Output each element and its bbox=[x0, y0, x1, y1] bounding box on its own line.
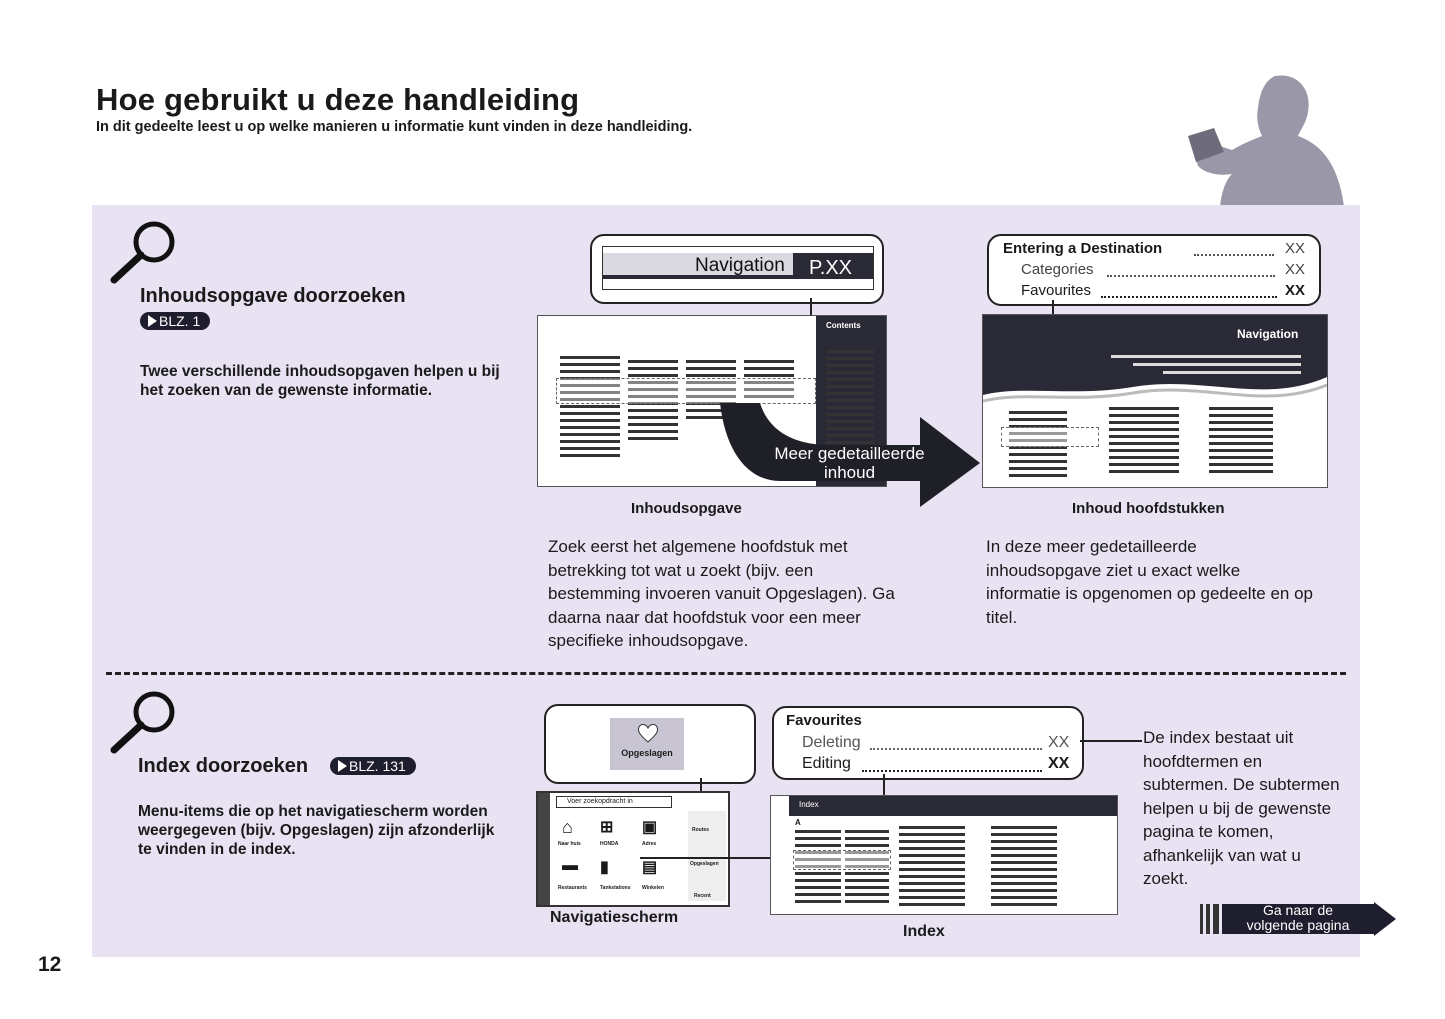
toc-sidebar-label: Contents bbox=[826, 321, 861, 330]
next-page-line1: Ga naar de bbox=[1262, 902, 1334, 918]
favourites-item1-page: XX bbox=[1048, 734, 1070, 751]
opgeslagen-callout: Opgeslagen bbox=[544, 704, 756, 784]
chapter-caption: Inhoud hoofdstukken bbox=[1072, 500, 1225, 517]
favourites-item1: Deleting bbox=[802, 734, 861, 751]
arrow-right-icon bbox=[338, 760, 347, 772]
magnifier-icon bbox=[110, 691, 175, 754]
chapter-callout-item2-page: XX bbox=[1285, 282, 1306, 299]
home-icon: ⌂ bbox=[562, 817, 573, 837]
favourites-item2: Editing bbox=[802, 755, 851, 772]
index-text: De index bestaat uit hoofdtermen en subt… bbox=[1143, 728, 1340, 888]
chapter-banner: Navigation bbox=[1237, 327, 1299, 341]
index-letter: A bbox=[795, 818, 801, 827]
address-icon: ▣ bbox=[642, 819, 658, 836]
screen-tile-2: Adres bbox=[642, 841, 657, 847]
big-arrow-icon bbox=[720, 403, 980, 507]
page-number: 12 bbox=[38, 953, 62, 976]
next-page-arrow-icon bbox=[1200, 902, 1396, 936]
screen-tile-0: Naar huis bbox=[558, 841, 581, 847]
chapter-callout-item1-page: XX bbox=[1285, 261, 1306, 278]
shop-icon: ▤ bbox=[642, 859, 658, 876]
index-banner: Index bbox=[799, 800, 819, 809]
index-heading: Index doorzoeken bbox=[138, 755, 309, 777]
next-page-line2: volgende pagina bbox=[1246, 917, 1350, 933]
magnifier-icon bbox=[110, 221, 175, 284]
screen-side-1[interactable]: Opgeslagen bbox=[690, 861, 719, 867]
screen-side-0[interactable]: Routes bbox=[692, 827, 709, 833]
favourites-title: Favourites bbox=[786, 712, 862, 729]
contents-description: Twee verschillende inhoudsopgaven helpen… bbox=[140, 363, 500, 399]
honda-icon: ⊞ bbox=[600, 819, 614, 836]
index-document: Index A bbox=[770, 795, 1118, 915]
page-subtitle: In dit gedeelte leest u op welke maniere… bbox=[96, 119, 693, 135]
screen-tile-5: Winkelen bbox=[642, 885, 664, 891]
index-caption: Index bbox=[903, 923, 945, 940]
favourites-item2-page: XX bbox=[1048, 755, 1070, 772]
chapter-callout-item2: Favourites bbox=[1021, 282, 1092, 299]
toc-document: Contents bbox=[537, 315, 887, 487]
screen-search-input[interactable]: Voer zoekopdracht in bbox=[556, 796, 672, 808]
chapter-callout-title-page: XX bbox=[1285, 240, 1306, 257]
chapter-text: In deze meer gedetailleerde inhoudsopgav… bbox=[986, 537, 1314, 627]
page-title: Hoe gebruikt u deze handleiding bbox=[96, 82, 580, 117]
navigation-callout: Navigation P.XX bbox=[590, 234, 884, 304]
toc-caption: Inhoudsopgave bbox=[631, 500, 742, 517]
restaurant-icon: ▬ bbox=[562, 857, 578, 874]
screen-side-2[interactable]: Recent bbox=[694, 893, 711, 899]
chapter-callout-item1: Categories bbox=[1021, 261, 1094, 278]
contents-page-ref[interactable]: BLZ. 1 bbox=[140, 312, 211, 331]
toc-text: Zoek eerst het algemene hoofdstuk met be… bbox=[548, 537, 895, 650]
chapter-callout: Entering a Destination XX Categories XX … bbox=[987, 234, 1321, 306]
chapter-callout-title: Entering a Destination bbox=[1003, 240, 1163, 257]
favourites-callout: Favourites Deleting XX Editing XX bbox=[772, 706, 1084, 780]
chapter-document: Navigation bbox=[982, 314, 1328, 488]
navigation-screen: Voer zoekopdracht in ⌂ Naar huis ⊞ HONDA… bbox=[536, 791, 730, 907]
index-ref-label: BLZ. 131 bbox=[349, 758, 406, 774]
fuel-icon: ▮ bbox=[600, 859, 609, 876]
screen-tile-4: Tankstations bbox=[600, 885, 631, 891]
heart-icon bbox=[637, 724, 659, 743]
arrow-text: Meer gedetailleerde inhoud bbox=[774, 444, 925, 482]
reader-silhouette-icon bbox=[1188, 75, 1344, 206]
screen-tile-3: Restaurants bbox=[558, 885, 587, 891]
navigation-label: Navigation bbox=[695, 255, 785, 276]
contents-heading: Inhoudsopgave doorzoeken bbox=[140, 285, 406, 307]
index-page-ref[interactable]: BLZ. 131 bbox=[330, 757, 416, 776]
index-description: Menu-items die op het navigatiescherm wo… bbox=[138, 803, 495, 858]
screen-tiles: ⌂ Naar huis ⊞ HONDA ▣ Adres ▬ Restaurant… bbox=[558, 813, 668, 901]
screen-tile-1: HONDA bbox=[600, 841, 619, 847]
contents-ref-label: BLZ. 1 bbox=[159, 313, 201, 329]
navigation-page: P.XX bbox=[809, 257, 852, 279]
screen-caption: Navigatiescherm bbox=[550, 909, 679, 926]
section-divider bbox=[106, 672, 1346, 675]
opgeslagen-button[interactable]: Opgeslagen bbox=[621, 748, 673, 758]
next-page-button[interactable]: Ga naar de volgende pagina bbox=[1200, 902, 1396, 943]
arrow-right-icon bbox=[148, 315, 157, 327]
